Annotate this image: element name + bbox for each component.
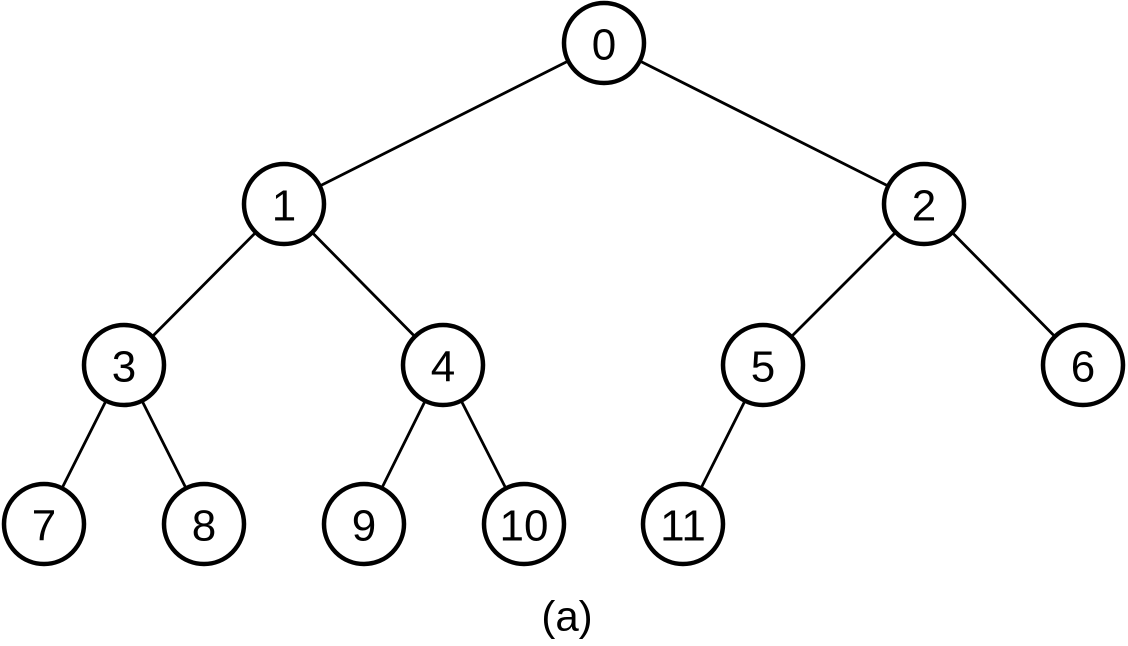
tree-edge-0-2 bbox=[602, 41, 926, 206]
figure-caption: (a) bbox=[541, 593, 592, 640]
nodes-layer: 0 1 2 3 4 5 6 7 8 9 10 11 bbox=[1, 0, 1126, 567]
node-label: 8 bbox=[192, 501, 216, 550]
node-label: 4 bbox=[431, 342, 455, 391]
tree-node-3: 3 bbox=[81, 322, 167, 408]
node-circle bbox=[161, 481, 247, 567]
tree-node-10: 10 bbox=[481, 481, 567, 567]
node-label: 11 bbox=[660, 501, 706, 550]
node-circle bbox=[1, 481, 87, 567]
node-circle bbox=[1040, 322, 1126, 408]
tree-node-5: 5 bbox=[720, 322, 806, 408]
node-label: 6 bbox=[1071, 342, 1095, 391]
tree-node-11: 11 bbox=[640, 481, 726, 567]
node-circle bbox=[481, 481, 567, 567]
tree-node-4: 4 bbox=[400, 322, 486, 408]
tree-node-7: 7 bbox=[1, 481, 87, 567]
node-circle bbox=[640, 481, 726, 567]
node-label: 10 bbox=[500, 501, 549, 550]
node-label: 9 bbox=[352, 501, 376, 550]
tree-node-9: 9 bbox=[321, 481, 407, 567]
node-circle bbox=[241, 161, 327, 247]
node-circle bbox=[321, 481, 407, 567]
tree-node-2: 2 bbox=[881, 161, 967, 247]
node-circle bbox=[881, 161, 967, 247]
node-label: 5 bbox=[751, 342, 775, 391]
node-label: 0 bbox=[592, 20, 616, 69]
node-circle bbox=[400, 322, 486, 408]
tree-edge-0-1 bbox=[282, 41, 606, 206]
edges-layer bbox=[42, 41, 1085, 526]
node-circle bbox=[720, 322, 806, 408]
node-circle bbox=[561, 0, 647, 86]
node-circle bbox=[81, 322, 167, 408]
tree-node-6: 6 bbox=[1040, 322, 1126, 408]
node-label: 3 bbox=[112, 342, 136, 391]
node-label: 7 bbox=[32, 501, 56, 550]
node-label: 1 bbox=[272, 181, 296, 230]
tree-node-0: 0 bbox=[561, 0, 647, 86]
tree-node-1: 1 bbox=[241, 161, 327, 247]
tree-node-8: 8 bbox=[161, 481, 247, 567]
node-label: 2 bbox=[912, 181, 936, 230]
